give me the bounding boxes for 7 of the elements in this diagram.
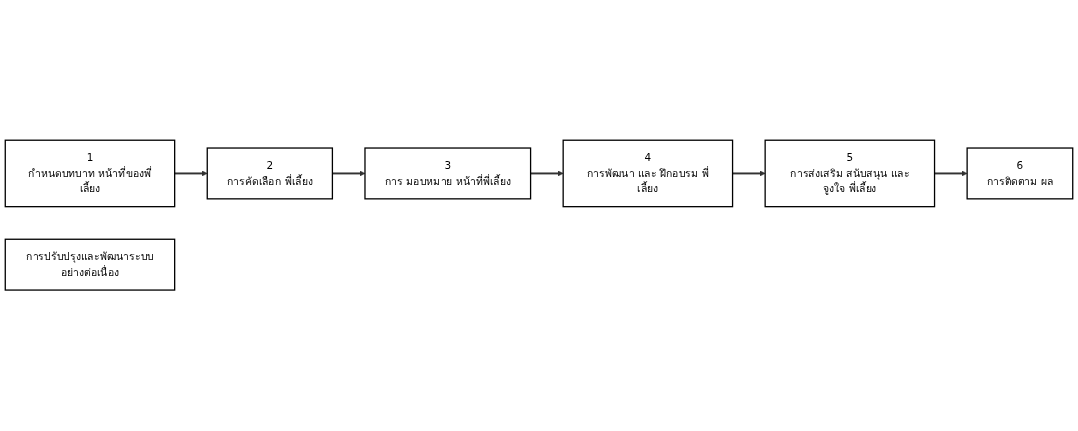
node-box: 6 การติดตาม ผล <box>966 147 1074 200</box>
node-box: 2 การคัดเลือก พี่เลี้ยง <box>206 147 334 200</box>
node-box: 4 การพัฒนา และ ฝึกอบรม พี่เลี้ยง <box>562 139 734 208</box>
node-box: 3 การ มอบหมาย หน้าที่พี่เลี้ยง <box>364 147 532 200</box>
node-box: การปรับปรุงและพัฒนาระบบอย่างต่อเนื่อง <box>4 238 176 292</box>
node-box: 1 กำหนดบทบาท หน้าที่ของพี่เลี้ยง <box>4 139 176 208</box>
node-box: 5 การส่งเสริม สนับสนุน และจูงใจ พี่เลี้ยง <box>764 139 936 208</box>
